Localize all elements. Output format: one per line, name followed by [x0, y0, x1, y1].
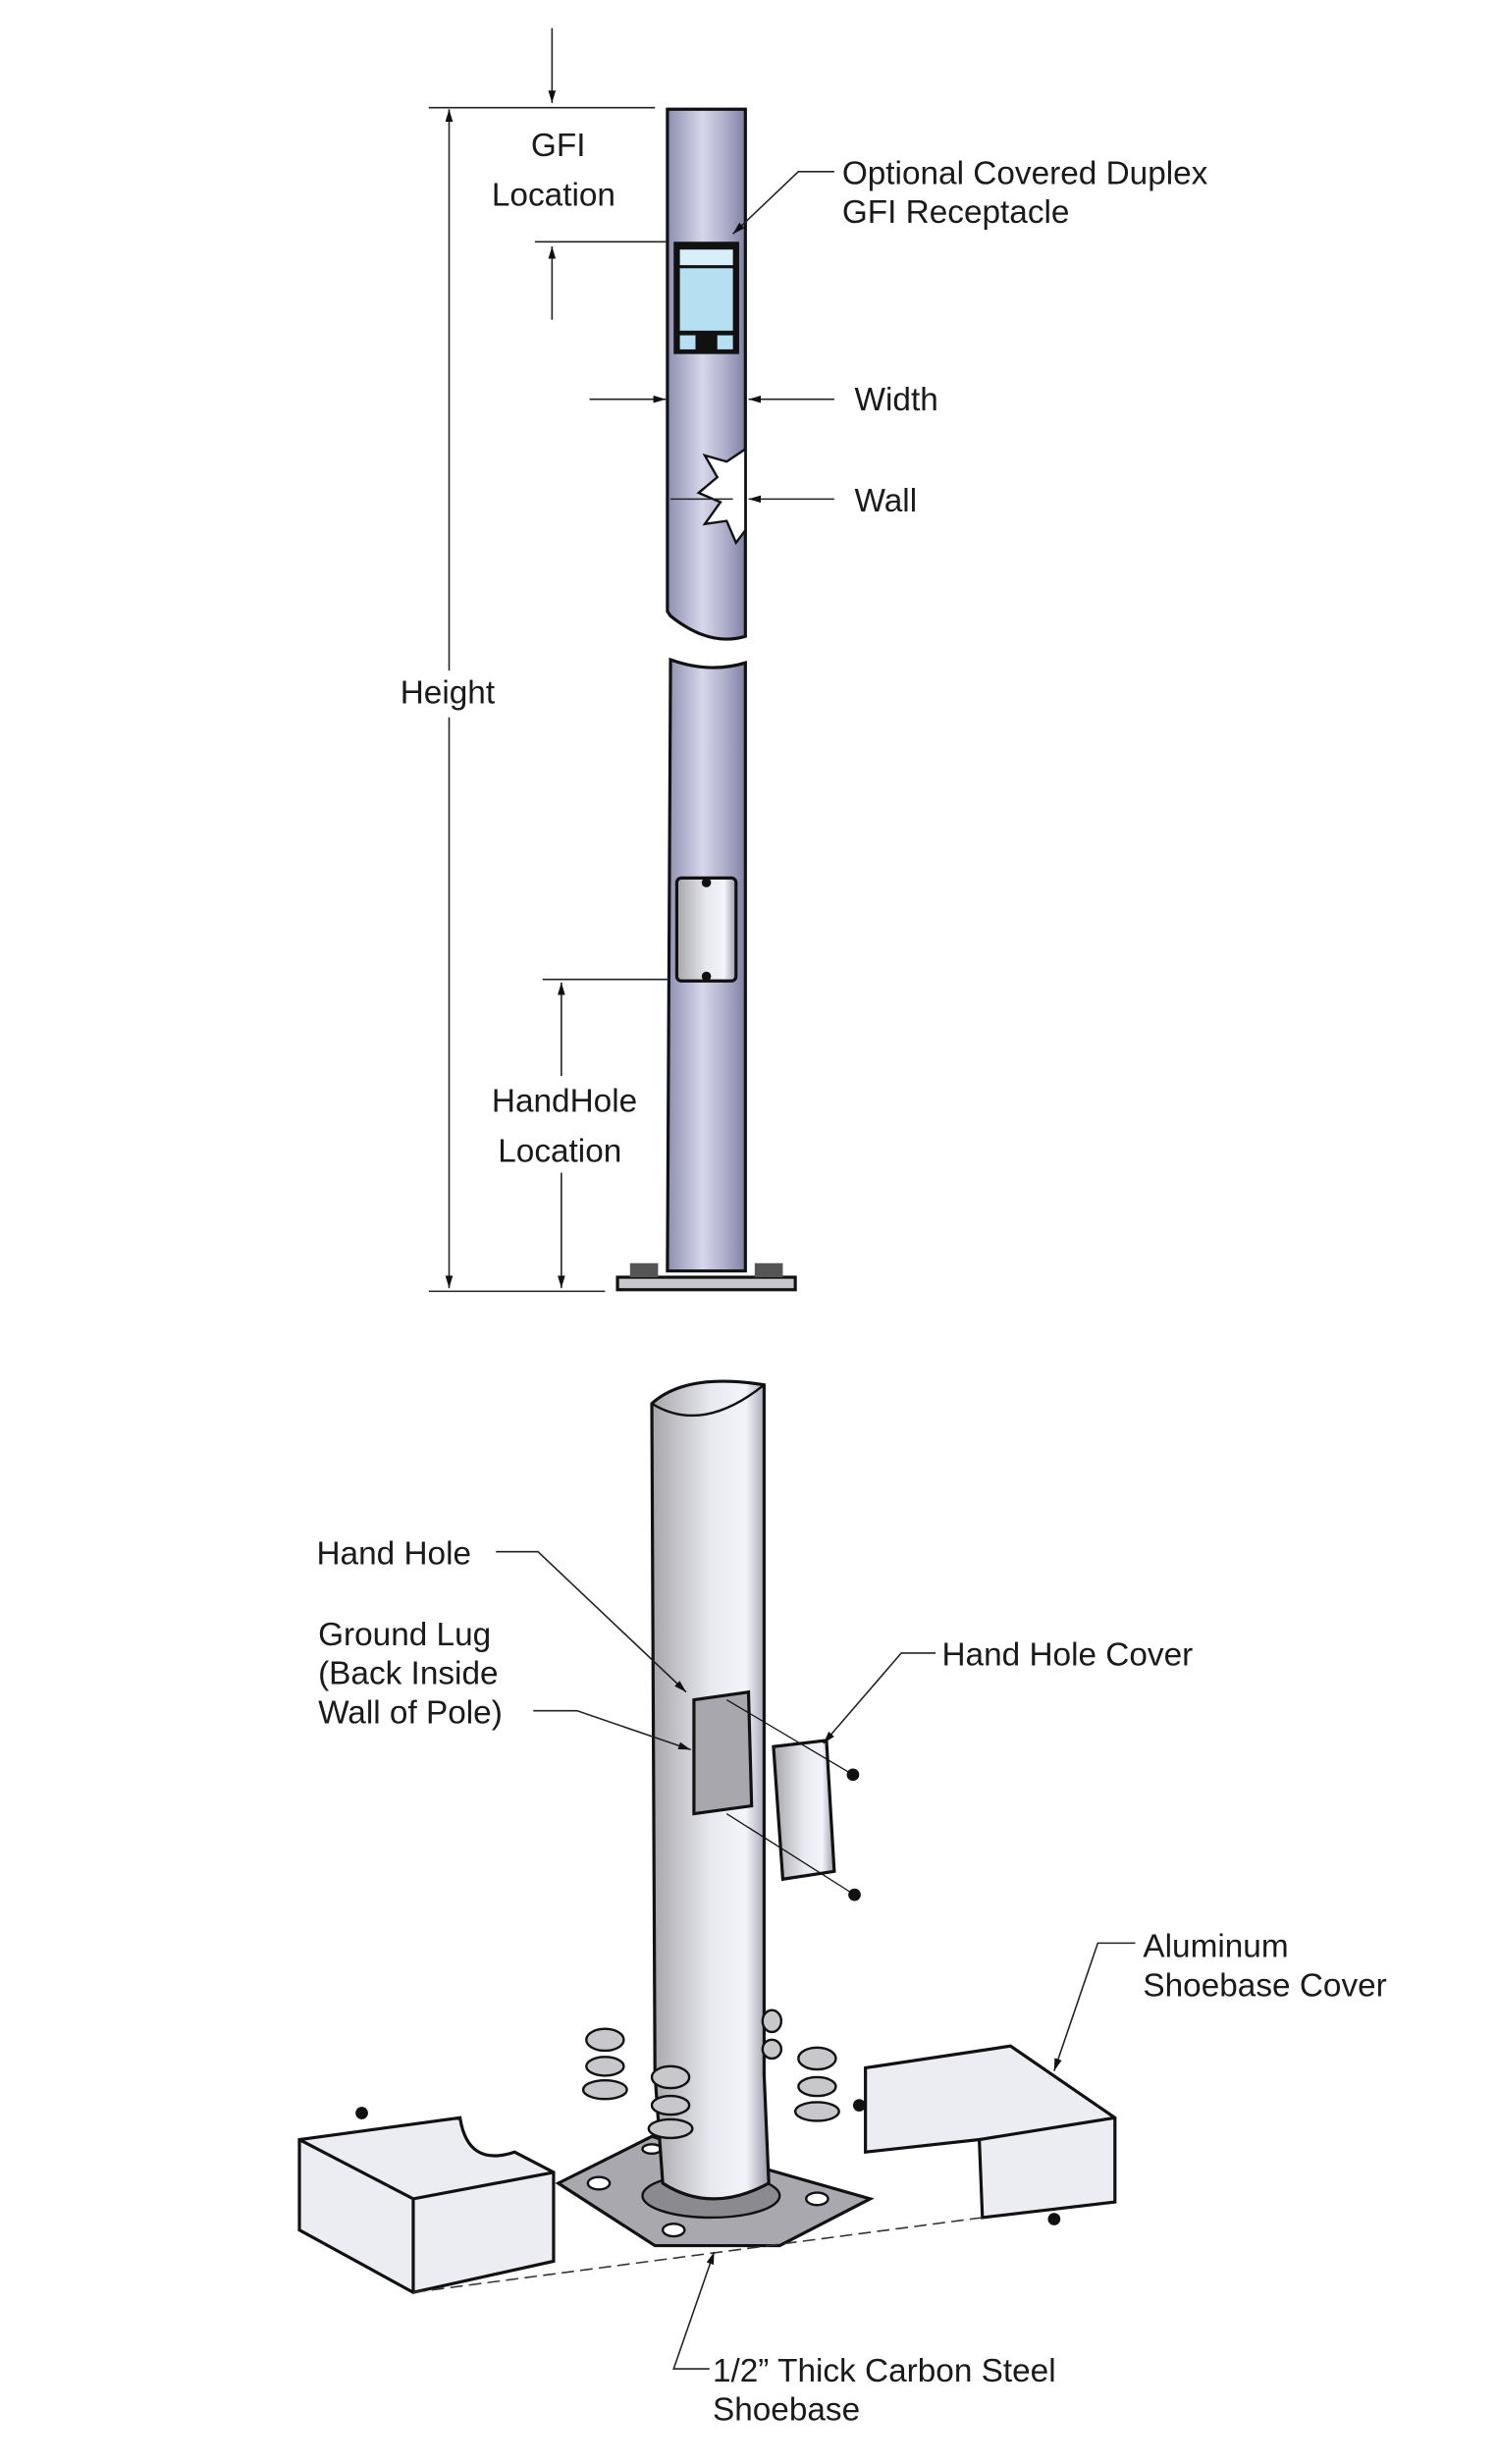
- gfi-receptacle-label-2: GFI Receptacle: [842, 194, 1070, 231]
- pole-upper-section: [666, 107, 747, 641]
- wall-cutaway: [696, 447, 747, 546]
- top-dimensions: [428, 27, 834, 1293]
- hand-hole-cover: [772, 1739, 836, 1882]
- handhole-cover-icon: [674, 876, 738, 983]
- hand-hole-cover-label: Hand Hole Cover: [941, 1637, 1193, 1674]
- shoebase-cover-label: Aluminum: [1143, 1929, 1288, 1965]
- height-label: Height: [401, 674, 496, 711]
- hand-hole-opening: [692, 1689, 754, 1816]
- gfi-receptacle-icon: [673, 241, 739, 354]
- gfi-location-label-2: Location: [492, 178, 615, 214]
- shoebase-cover-right: [852, 2044, 1117, 2225]
- ground-lug-label: Ground Lug: [318, 1617, 491, 1653]
- ground-lug-label-3: Wall of Pole): [318, 1694, 503, 1731]
- ground-lug-label-2: (Back Inside: [318, 1656, 498, 1692]
- exploded-assembly: [297, 1379, 1117, 2294]
- shoebase-cover-label-2: Shoebase Cover: [1143, 1967, 1386, 2004]
- width-label: Width: [855, 382, 938, 418]
- handhole-location-label-2: Location: [498, 1134, 621, 1170]
- shoebase-cover-left: [297, 2107, 556, 2294]
- wall-label: Wall: [855, 483, 918, 519]
- gfi-receptacle-label: Optional Covered Duplex: [842, 155, 1208, 191]
- hand-hole-label: Hand Hole: [316, 1535, 471, 1572]
- gfi-location-label: GFI: [531, 128, 586, 164]
- handhole-location-label: HandHole: [492, 1084, 637, 1120]
- base-plate-icon: [615, 1262, 797, 1292]
- shoebase-label: 1/2” Thick Carbon Steel: [713, 2353, 1056, 2389]
- top-pole-assembly: [615, 107, 797, 1292]
- shoebase-label-2: Shoebase: [713, 2391, 860, 2428]
- nuts-washers: [581, 2009, 840, 2140]
- exploded-leaders: [496, 1550, 1136, 2370]
- base-plate-holes: [586, 2143, 829, 2238]
